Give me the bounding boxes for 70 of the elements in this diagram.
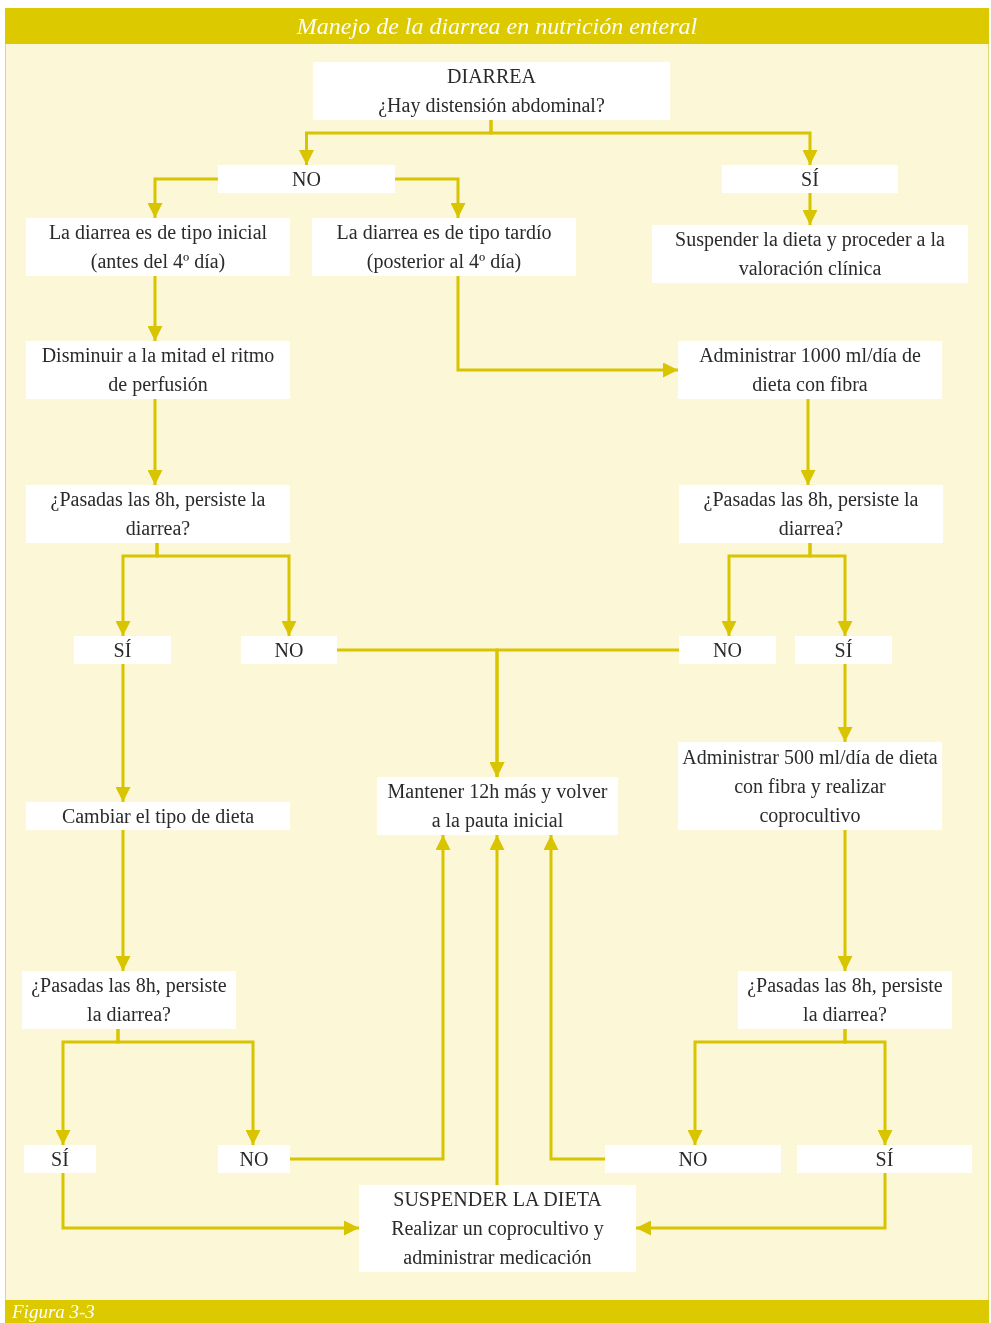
process-box [797, 1145, 972, 1173]
process-box [312, 218, 576, 276]
box-text: La diarrea es de tipo inicial (antes del 4º día) [47, 220, 269, 275]
arrow [489, 120, 818, 165]
box-text: ¿Pasadas las 8h, persiste la diarrea? [30, 973, 228, 1027]
box-text: ¿Hay distensión abdominal? [378, 93, 605, 119]
arrow [147, 177, 218, 218]
diagram-title: Manejo de la diarrea en nutrición enteral [296, 12, 698, 40]
arrow [800, 399, 816, 485]
arrow [155, 543, 297, 636]
process-box [795, 636, 892, 664]
process-box [313, 62, 670, 120]
process-box [605, 1145, 781, 1173]
process-box [24, 1145, 96, 1173]
process-box [359, 1185, 636, 1272]
box-text: SUSPENDER LA DIETA [393, 1187, 602, 1212]
box-text: NO [239, 1146, 269, 1172]
box-text: ¿Pasadas las 8h, persiste la diarrea? [49, 487, 267, 541]
box-text: Administrar 1000 ml/día de dieta con fibra [698, 343, 922, 397]
box-text: La diarrea es de tipo tardío (posterior al 4º día) [335, 220, 553, 275]
box-text: NO [713, 637, 742, 663]
box-text: SÍ [51, 1146, 69, 1172]
box-text: NO [678, 1146, 708, 1172]
arrow [837, 830, 853, 971]
arrow [290, 835, 451, 1161]
box-text: SÍ [113, 637, 132, 663]
arrow [147, 276, 163, 341]
box-text: Suspender la dieta y proceder a la valoración clínica [674, 227, 946, 281]
arrow [543, 835, 605, 1161]
arrow [837, 664, 853, 742]
box-text: Disminuir a la mitad el ritmo de perfusión [40, 343, 276, 398]
arrow [115, 830, 131, 971]
box-text: Mantener 12h más y volver a la pauta inicial [386, 779, 609, 834]
arrow [147, 399, 163, 485]
box-text: NO [292, 166, 321, 192]
process-box [26, 218, 290, 276]
box-text: SÍ [801, 166, 819, 192]
process-box [26, 485, 290, 543]
figure-caption: Figura 3-3 [12, 1301, 95, 1323]
arrow [802, 193, 818, 225]
arrow [61, 1173, 359, 1236]
box-text: NO [274, 637, 304, 663]
process-box [722, 165, 898, 193]
box-text: SÍ [875, 1146, 894, 1172]
box-text: SÍ [834, 637, 853, 663]
process-box [679, 636, 776, 664]
box-text: ¿Pasadas las 8h, persiste la diarrea? [702, 487, 920, 541]
process-box [652, 225, 968, 283]
arrow [636, 1173, 887, 1236]
arrow [489, 835, 505, 1185]
process-box [26, 341, 290, 399]
arrow [116, 1029, 261, 1145]
box-text: Administrar 500 ml/día de dieta con fibra y realizar coprocultivo [682, 744, 938, 829]
box-text: DIARREA [447, 64, 536, 89]
process-box [74, 636, 171, 664]
arrow [808, 543, 853, 636]
process-box [678, 341, 942, 399]
arrow [456, 276, 678, 378]
arrow [489, 648, 679, 777]
arrow [843, 1029, 893, 1145]
box-text: Realizar un coprocultivo y administrar medicación [390, 1216, 605, 1270]
process-box [241, 636, 337, 664]
arrow [395, 177, 466, 218]
process-box [218, 1145, 290, 1173]
box-text: Cambiar el tipo de dieta [61, 803, 255, 830]
box-text: ¿Pasadas las 8h, persiste la diarrea? [746, 973, 944, 1027]
process-box [26, 802, 290, 830]
arrow [115, 664, 131, 802]
process-box [218, 165, 395, 193]
process-box [679, 485, 943, 543]
